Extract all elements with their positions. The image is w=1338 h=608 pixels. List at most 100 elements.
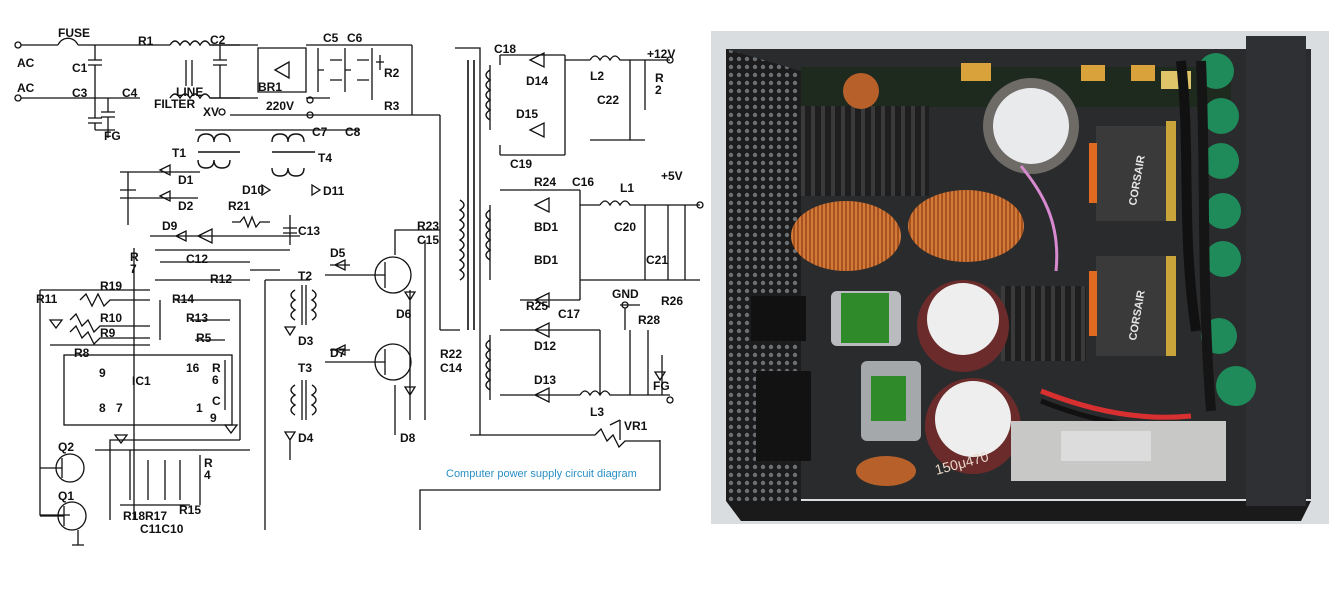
schematic-labels: FUSE AC AC C1 C3 C4 FG R1 C2 LINE FILTER… bbox=[17, 26, 683, 536]
label-line: LINE bbox=[176, 85, 203, 99]
label-plus5v: +5V bbox=[661, 169, 683, 183]
label-c21: C21 bbox=[646, 253, 668, 267]
label-r6-a: R bbox=[212, 361, 221, 375]
label-d9: D9 bbox=[162, 219, 178, 233]
green-inductors bbox=[831, 53, 1256, 441]
label-fg-2: FG bbox=[653, 379, 670, 393]
driver-transformers bbox=[250, 47, 481, 530]
label-r21: R21 bbox=[228, 199, 250, 213]
label-gnd: GND bbox=[612, 287, 639, 301]
label-vr1: VR1 bbox=[624, 419, 648, 433]
label-pin-9b: 9 bbox=[210, 411, 217, 425]
label-ac-2: AC bbox=[17, 81, 35, 95]
label-r18r17: R18R17 bbox=[123, 509, 167, 523]
label-xv: XV bbox=[203, 105, 219, 119]
label-c8: C8 bbox=[345, 125, 361, 139]
circuit-schematic: FUSE AC AC C1 C3 C4 FG R1 C2 LINE FILTER… bbox=[14, 26, 704, 546]
fuse-symbol bbox=[57, 37, 79, 46]
label-c5: C5 bbox=[323, 31, 339, 45]
label-fg-1: FG bbox=[104, 129, 121, 143]
label-r8: R8 bbox=[74, 346, 90, 360]
label-pin-16: 16 bbox=[186, 361, 200, 375]
label-r2b-a: R bbox=[655, 71, 664, 85]
diagram-caption: Computer power supply circuit diagram bbox=[446, 468, 637, 480]
label-r10: R10 bbox=[100, 311, 122, 325]
label-d13: D13 bbox=[534, 373, 556, 387]
label-c3: C3 bbox=[72, 86, 88, 100]
label-c20: C20 bbox=[614, 220, 636, 234]
label-r22: R22 bbox=[440, 347, 462, 361]
label-c13: C13 bbox=[298, 224, 320, 238]
label-t4: T4 bbox=[318, 151, 332, 165]
label-c16: C16 bbox=[572, 175, 594, 189]
label-r19: R19 bbox=[100, 279, 122, 293]
label-c4: C4 bbox=[122, 86, 138, 100]
label-q1: Q1 bbox=[58, 489, 74, 503]
label-r7-a: R bbox=[130, 250, 139, 264]
label-r2b-b: 2 bbox=[655, 83, 662, 97]
label-pin-7: 7 bbox=[116, 401, 123, 415]
label-c2: C2 bbox=[210, 33, 226, 47]
label-r28: R28 bbox=[638, 313, 660, 327]
label-r26: R26 bbox=[661, 294, 683, 308]
label-c7: C7 bbox=[312, 125, 328, 139]
label-r2: R2 bbox=[384, 66, 400, 80]
label-d5: D5 bbox=[330, 246, 346, 260]
label-d10: D10 bbox=[242, 183, 264, 197]
copper-toroids bbox=[791, 73, 1024, 486]
heatsink-top bbox=[799, 106, 929, 196]
label-d6: D6 bbox=[396, 307, 412, 321]
label-l1: L1 bbox=[620, 181, 634, 195]
label-r25: R25 bbox=[526, 299, 548, 313]
output-section bbox=[419, 51, 704, 530]
label-r15: R15 bbox=[179, 503, 201, 517]
label-d12: D12 bbox=[534, 339, 556, 353]
label-r9: R9 bbox=[100, 326, 116, 340]
label-r4-a: R bbox=[204, 456, 213, 470]
ic1-chip bbox=[63, 354, 233, 426]
label-ic1: IC1 bbox=[132, 374, 151, 388]
label-t2: T2 bbox=[298, 269, 312, 283]
label-c22: C22 bbox=[597, 93, 619, 107]
label-ac-1: AC bbox=[17, 56, 35, 70]
label-d2: D2 bbox=[178, 199, 194, 213]
label-220v: 220V bbox=[266, 99, 294, 113]
label-d11: D11 bbox=[323, 184, 345, 198]
label-fuse: FUSE bbox=[58, 26, 90, 40]
label-d3: D3 bbox=[298, 334, 314, 348]
input-transformers bbox=[120, 114, 440, 225]
label-t1: T1 bbox=[172, 146, 186, 160]
label-c12: C12 bbox=[186, 252, 208, 266]
label-pin-9: 9 bbox=[99, 366, 106, 380]
label-r5: R5 bbox=[196, 331, 212, 345]
bridge-rectifier bbox=[240, 44, 413, 119]
label-r1: R1 bbox=[138, 34, 154, 48]
label-plus12v: +12V bbox=[647, 47, 675, 61]
label-c11c10: C11C10 bbox=[140, 522, 184, 536]
label-r14: R14 bbox=[172, 292, 194, 306]
psu-internals-photo: 150μ470 CORSAIR CORSAIR bbox=[711, 31, 1329, 524]
label-c19: C19 bbox=[510, 157, 532, 171]
label-r12: R12 bbox=[210, 272, 232, 286]
label-d8: D8 bbox=[400, 431, 416, 445]
label-q2: Q2 bbox=[58, 440, 74, 454]
label-r24: R24 bbox=[534, 175, 556, 189]
label-r23: R23 bbox=[417, 219, 439, 233]
control-section bbox=[39, 215, 300, 546]
label-d4: D4 bbox=[298, 431, 314, 445]
label-d1: D1 bbox=[178, 173, 194, 187]
label-r4-b: 4 bbox=[204, 468, 211, 482]
label-d7: D7 bbox=[330, 346, 346, 360]
label-pin-8: 8 bbox=[99, 401, 106, 415]
label-r3: R3 bbox=[384, 99, 400, 113]
ac-input bbox=[14, 37, 240, 138]
ac-inlet bbox=[751, 296, 811, 461]
label-bd1-a: BD1 bbox=[534, 220, 558, 234]
label-br1: BR1 bbox=[258, 80, 282, 94]
label-c6: C6 bbox=[347, 31, 363, 45]
label-d15: D15 bbox=[516, 107, 538, 121]
label-d14: D14 bbox=[526, 74, 548, 88]
label-filter: FILTER bbox=[154, 97, 195, 111]
label-c18: C18 bbox=[494, 42, 516, 56]
label-c-small: C bbox=[212, 394, 221, 408]
